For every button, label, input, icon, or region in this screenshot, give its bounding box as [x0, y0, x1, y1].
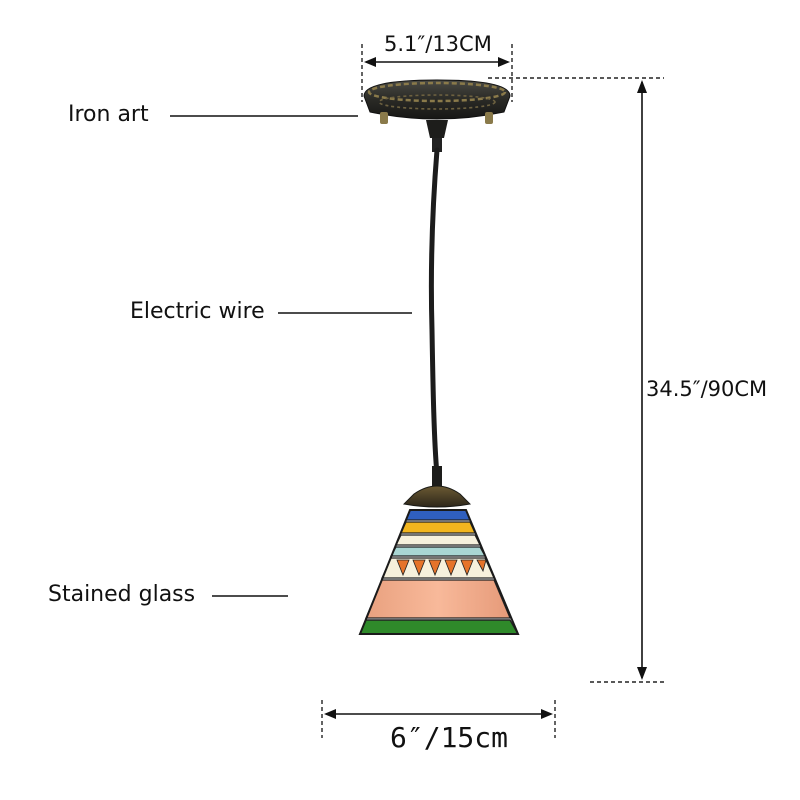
glass-band-blue	[405, 509, 471, 521]
shade-width-label: 6″/15cm	[390, 721, 509, 754]
canopy-screw-right	[485, 112, 493, 124]
stained-glass-shade	[358, 509, 520, 635]
canopy-screw-left	[380, 112, 388, 124]
canopy-width-dimension	[361, 44, 513, 102]
arrow-up-icon	[637, 80, 647, 93]
glass-band-yellow	[400, 521, 476, 534]
arrow-down-icon	[637, 667, 647, 680]
glass-band-pink	[365, 579, 511, 619]
shade-width-dimension	[321, 700, 556, 738]
arrow-right-icon	[498, 57, 510, 67]
arrow-right-icon	[541, 709, 553, 719]
iron-art-label: Iron art	[68, 102, 149, 127]
height-dimension	[488, 77, 664, 683]
glass-band-cream	[395, 534, 481, 546]
canopy	[363, 79, 511, 152]
canopy-width-label: 5.1″/13CM	[384, 32, 492, 56]
canopy-ornament	[367, 81, 507, 103]
shade-frame	[358, 509, 520, 635]
electric-wire-label: Electric wire	[130, 299, 265, 324]
electric-wire	[428, 147, 440, 478]
glass-band-green	[358, 619, 520, 635]
arrow-left-icon	[324, 709, 336, 719]
glass-triangles	[396, 559, 487, 577]
glass-band-teal	[389, 546, 487, 557]
stained-glass-label: Stained glass	[48, 582, 196, 607]
canopy-cord-grip	[426, 120, 448, 138]
shade-cap	[402, 466, 472, 508]
total-height-label: 34.5″/90CM	[646, 377, 768, 401]
arrow-left-icon	[364, 57, 376, 67]
